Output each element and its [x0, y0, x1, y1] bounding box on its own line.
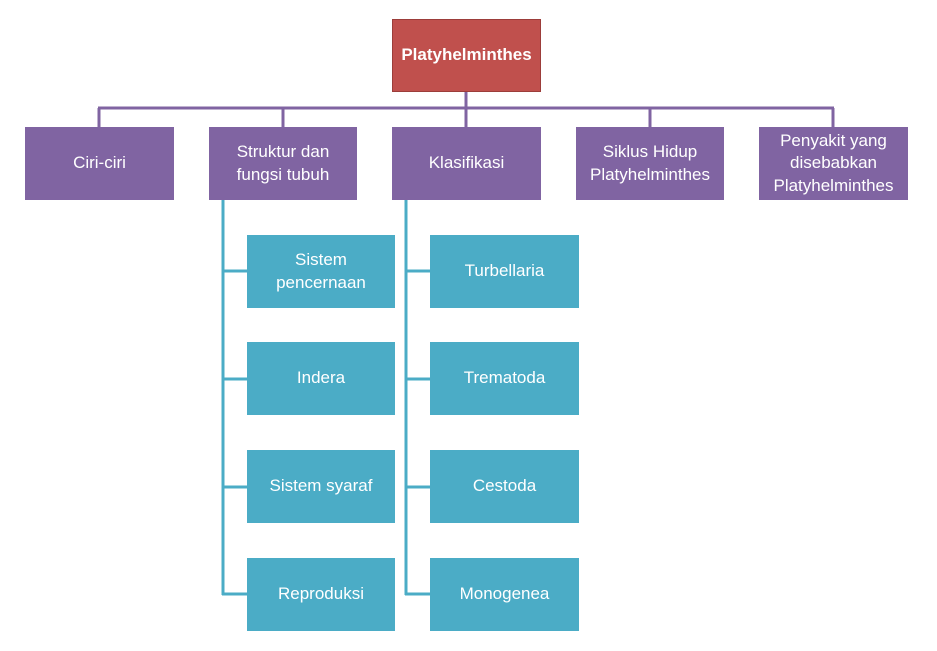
category-label: Klasifikasi [428, 153, 505, 173]
child-trematoda: Trematoda [430, 342, 579, 415]
child-monogenea: Monogenea [430, 558, 579, 631]
child-cestoda: Cestoda [430, 450, 579, 523]
category-label: Struktur dan fungsi tubuh [236, 142, 330, 184]
category-label: Siklus Hidup Platyhelminthes [589, 142, 710, 184]
child-label: Indera [296, 368, 346, 388]
child-label: Reproduksi [278, 584, 364, 604]
child-sistem-pencernaan: Sistem pencernaan [247, 235, 395, 308]
category-penyakit: Penyakit yang disebabkan Platyhelminthes [759, 127, 908, 200]
child-sistem-syaraf: Sistem syaraf [247, 450, 395, 523]
category-klasifikasi: Klasifikasi [392, 127, 541, 200]
category-ciri-ciri: Ciri-ciri [25, 127, 174, 200]
child-label: Monogenea [459, 584, 550, 604]
child-label: Cestoda [472, 476, 537, 496]
child-indera: Indera [247, 342, 395, 415]
child-label: Trematoda [463, 368, 546, 388]
category-label: Penyakit yang disebabkan Platyhelminthes [773, 131, 894, 195]
child-label: Sistem pencernaan [276, 250, 366, 292]
child-turbellaria: Turbellaria [430, 235, 579, 308]
root-node: Platyhelminthes [392, 19, 541, 92]
category-struktur: Struktur dan fungsi tubuh [209, 127, 357, 200]
child-label: Sistem syaraf [269, 476, 373, 496]
category-label: Ciri-ciri [73, 153, 126, 173]
child-label: Turbellaria [464, 261, 545, 281]
child-reproduksi: Reproduksi [247, 558, 395, 631]
category-siklus-hidup: Siklus Hidup Platyhelminthes [576, 127, 724, 200]
root-node-label: Platyhelminthes [401, 45, 532, 65]
